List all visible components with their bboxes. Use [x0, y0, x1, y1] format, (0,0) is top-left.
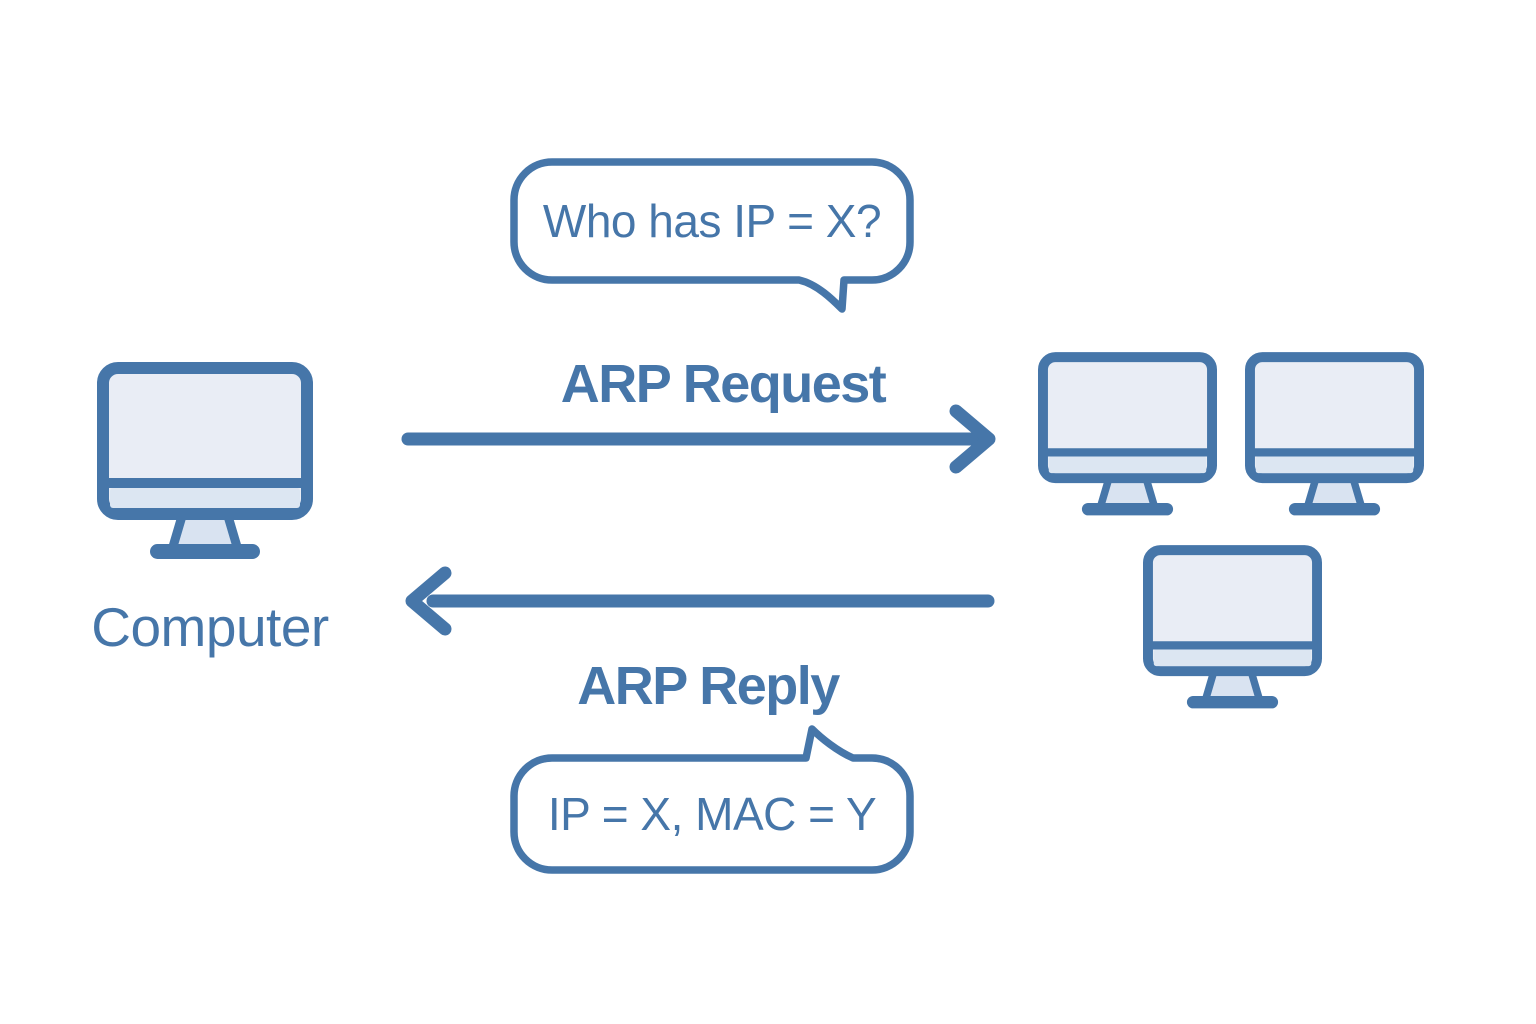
monitor-icon-use [1148, 550, 1317, 708]
network-computer-icon-3 [1143, 545, 1322, 716]
arp-request-right-arrow-icon [401, 404, 996, 474]
computer-node-label: Computer [91, 596, 329, 658]
monitor-icon-use [103, 368, 307, 559]
arp-reply-bubble-text: IP = X, MAC = Y [547, 788, 877, 840]
arp-reply-left-arrow-icon [405, 566, 995, 636]
speech-bubble-outline [510, 725, 914, 874]
speech-bubble-outline [510, 158, 914, 313]
arp-request-bubble-text: Who has IP = X? [542, 195, 882, 247]
arp-request-speech-bubble: Who has IP = X? [506, 158, 918, 318]
arp-request-label: ARP Request [560, 354, 887, 414]
network-computer-icon-2 [1245, 352, 1424, 523]
speech-bubble-up-tail-icon [510, 725, 914, 874]
arp-reply-speech-bubble: IP = X, MAC = Y [506, 722, 918, 874]
arp-reply-label: ARP Reply [577, 656, 840, 716]
monitor-icon-use [1250, 357, 1419, 515]
computer-icon [97, 362, 313, 568]
monitor-icon-use [1043, 357, 1212, 515]
network-computer-icon-1 [1038, 352, 1217, 523]
arrow-head [949, 404, 996, 474]
speech-bubble-down-tail-icon [510, 158, 914, 313]
arrow-head [405, 566, 452, 636]
